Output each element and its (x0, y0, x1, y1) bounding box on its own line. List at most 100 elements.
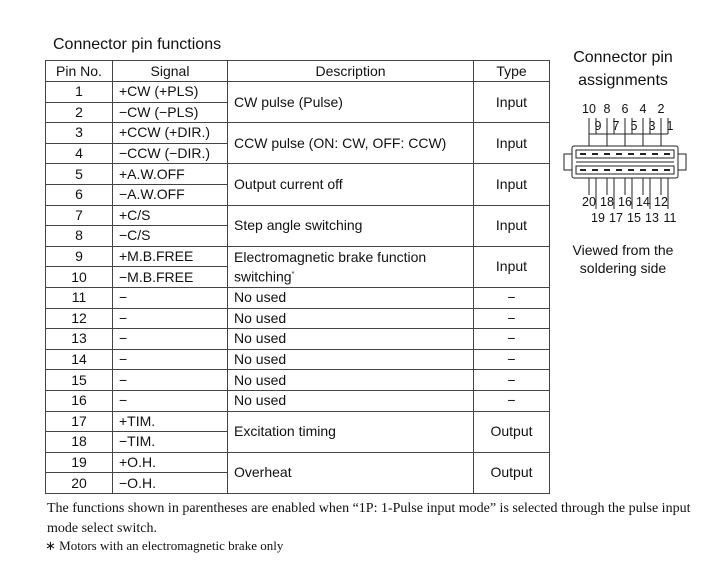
table-row: 20 −O.H. (45, 472, 550, 494)
pin-label: 5 (631, 119, 638, 133)
description: No used (227, 348, 474, 371)
description: No used (227, 328, 474, 350)
signal-name: − (112, 286, 228, 309)
pin-label: 9 (595, 119, 602, 133)
signal-type: Input (473, 122, 550, 165)
pin-number: 19 (45, 451, 113, 474)
signal-name: −A.W.OFF (112, 183, 228, 206)
header-signal: Signal (112, 60, 228, 82)
description: Electromagnetic brake function switching… (227, 245, 474, 288)
signal-name: +CW (+PLS) (112, 81, 228, 103)
description: No used (227, 369, 474, 391)
connector-diagram-title: Connector pin assignments (560, 46, 686, 92)
description: No used (227, 389, 474, 412)
signal-name: − (112, 369, 228, 391)
description: Step angle switching (227, 204, 474, 247)
pin-label: 15 (627, 211, 641, 225)
diagram-title-line: assignments (578, 72, 668, 89)
footnote-mark: * (291, 270, 295, 278)
caption-line: Viewed from the (572, 242, 674, 258)
description: CCW pulse (ON: CW, OFF: CCW) (227, 122, 474, 165)
table-title: Connector pin functions (53, 36, 222, 53)
pin-number: 2 (45, 101, 113, 124)
table-row: 4 −CCW (−DIR.) (45, 142, 550, 165)
pin-label: 16 (618, 195, 632, 209)
signal-name: −CW (−PLS) (112, 101, 228, 124)
table-row: 15 − No used − (45, 369, 550, 391)
header-description: Description (227, 60, 474, 82)
description: Excitation timing (227, 410, 474, 453)
pin-label: 18 (600, 195, 614, 209)
table-header-row: Pin No. Signal Description Type (45, 60, 550, 82)
description-line: switching (234, 268, 292, 285)
pin-number: 3 (45, 122, 113, 144)
signal-name: +M.B.FREE (112, 245, 228, 268)
pin-number: 14 (45, 348, 113, 371)
table-row: 10 −M.B.FREE (45, 266, 550, 288)
signal-type: − (473, 348, 550, 371)
pin-number: 9 (45, 245, 113, 268)
signal-name: +TIM. (112, 410, 228, 433)
pin-label: 2 (658, 102, 665, 116)
diagram-title-line: Connector pin (573, 49, 673, 66)
pin-number: 10 (45, 266, 113, 288)
pin-number: 6 (45, 183, 113, 206)
signal-type: − (473, 328, 550, 350)
pin-label: 10 (582, 102, 596, 116)
pin-number: 13 (45, 328, 113, 350)
table-row: 19 +O.H. Overheat Output (45, 451, 550, 494)
footnote-brake: ∗ Motors with an electromagnetic brake o… (45, 538, 284, 553)
pin-number: 8 (45, 225, 113, 247)
description: CW pulse (Pulse) (227, 80, 474, 124)
signal-name: − (112, 328, 228, 350)
signal-name: − (112, 389, 228, 412)
signal-name: +C/S (112, 204, 228, 227)
signal-name: −TIM. (112, 431, 228, 453)
signal-type: Output (473, 410, 550, 453)
pin-label: 8 (604, 102, 611, 116)
pin-function-table: Pin No. Signal Description Type 1 +CW (+… (45, 60, 550, 494)
description: Overheat (227, 451, 474, 494)
signal-name: +CCW (+DIR.) (112, 122, 228, 144)
signal-type: − (473, 369, 550, 391)
pin-number: 15 (45, 369, 113, 391)
table-row: 9 +M.B.FREE Electromagnetic brake functi… (45, 245, 550, 288)
pin-number: 16 (45, 389, 113, 412)
signal-type: − (473, 389, 550, 412)
table-row: 14 − No used − (45, 348, 550, 371)
description: No used (227, 307, 474, 330)
signal-type: − (473, 307, 550, 330)
signal-type: Input (473, 245, 550, 288)
table-row: 7 +C/S Step angle switching Input (45, 204, 550, 247)
pin-number: 4 (45, 142, 113, 165)
pin-label: 19 (591, 211, 605, 225)
table-row: 8 −C/S (45, 225, 550, 247)
signal-name: −C/S (112, 225, 228, 247)
pin-number: 7 (45, 204, 113, 227)
pin-number: 18 (45, 431, 113, 453)
pin-label: 13 (645, 211, 659, 225)
connector-diagram-caption: Viewed from the soldering side (560, 241, 686, 277)
pin-number: 5 (45, 163, 113, 185)
table-row: 3 +CCW (+DIR.) CCW pulse (ON: CW, OFF: C… (45, 122, 550, 165)
pin-label: 6 (622, 102, 629, 116)
signal-type: Output (473, 451, 550, 494)
table-row: 13 − No used − (45, 328, 550, 350)
pin-label: 12 (654, 195, 668, 209)
pin-number: 20 (45, 472, 113, 494)
pin-label: 14 (636, 195, 650, 209)
pin-label: 20 (582, 195, 596, 209)
signal-name: − (112, 307, 228, 330)
connector-pin-diagram: 10 8 6 4 2 9 7 5 3 1 20 18 16 14 12 19 1… (563, 102, 687, 225)
signal-type: Input (473, 80, 550, 124)
pin-number: 17 (45, 410, 113, 433)
table-row: 2 −CW (−PLS) (45, 101, 550, 124)
signal-name: +A.W.OFF (112, 163, 228, 185)
pin-number: 1 (45, 81, 113, 103)
pin-label: 7 (613, 119, 620, 133)
table-row: 5 +A.W.OFF Output current off Input (45, 163, 550, 206)
pin-label: 17 (609, 211, 623, 225)
table-row: 1 +CW (+PLS) CW pulse (Pulse) Input (45, 80, 550, 124)
header-pin-no: Pin No. (45, 60, 113, 82)
table-row: 11 − No used − (45, 286, 550, 309)
